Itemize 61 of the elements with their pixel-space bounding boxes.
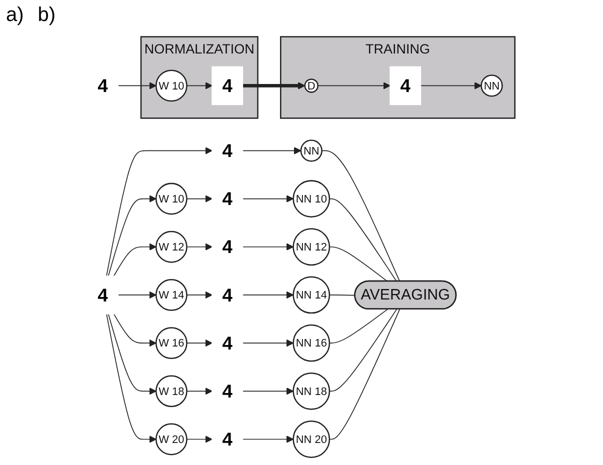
node-circle: NN — [300, 140, 323, 162]
arrow — [420, 82, 482, 90]
connector — [329, 246, 388, 282]
connector — [329, 308, 400, 440]
node-circle: NN 18 — [292, 372, 330, 410]
arrow — [108, 195, 157, 276]
arrow — [186, 82, 213, 90]
node-box: 4 — [390, 66, 422, 106]
node-circle: D — [304, 78, 319, 93]
panel-label: b) — [38, 4, 56, 27]
node-text: 4 — [98, 284, 108, 306]
node-text: 4 — [222, 188, 233, 210]
node-circle: NN 12 — [292, 228, 330, 266]
node-box: 4 — [212, 66, 244, 106]
node-text: 4 — [222, 236, 233, 258]
node-circle: NN 10 — [292, 180, 330, 218]
arrow — [242, 82, 306, 90]
node-circle: W 12 — [156, 230, 188, 263]
arrow — [318, 82, 391, 90]
arrow — [242, 339, 294, 347]
node-circle: W 10 — [156, 70, 188, 102]
arrow — [186, 195, 213, 202]
arrow — [106, 146, 213, 276]
arrow — [242, 243, 294, 251]
arrow — [242, 146, 302, 154]
node-text: 4 — [222, 284, 233, 306]
arrow — [186, 339, 213, 347]
node-text: 4 — [222, 140, 233, 162]
arrow — [242, 387, 294, 395]
panel-label: a) — [6, 4, 24, 27]
arrow — [118, 82, 157, 90]
connector — [329, 308, 388, 344]
arrow — [106, 314, 157, 443]
node-circle: NN 14 — [292, 276, 330, 314]
node-circle: W 18 — [156, 375, 188, 408]
node-circle: NN — [480, 74, 504, 97]
arrow — [242, 436, 294, 443]
arrow — [114, 314, 157, 347]
node-circle: W 20 — [156, 423, 188, 456]
arrow — [186, 243, 213, 251]
arrow — [242, 195, 294, 202]
node-circle: NN 16 — [292, 324, 330, 362]
node-circle: W 14 — [156, 279, 188, 311]
node-text: 4 — [222, 380, 233, 402]
connector — [329, 308, 398, 392]
node-text: 4 — [222, 428, 233, 450]
arrow — [108, 314, 157, 395]
node-text: 4 — [98, 75, 108, 96]
connector — [322, 150, 400, 282]
arrow — [186, 436, 213, 443]
node-circle: W 10 — [156, 182, 188, 215]
node-text: 4 — [222, 332, 233, 354]
node-circle: W 16 — [156, 327, 188, 360]
arrow — [186, 291, 213, 299]
arrow — [118, 291, 157, 299]
connector — [329, 198, 398, 282]
node-circle: NN 20 — [292, 420, 330, 458]
arrow — [242, 291, 294, 299]
arrow — [114, 243, 157, 276]
arrow — [186, 387, 213, 395]
connector — [329, 294, 356, 296]
